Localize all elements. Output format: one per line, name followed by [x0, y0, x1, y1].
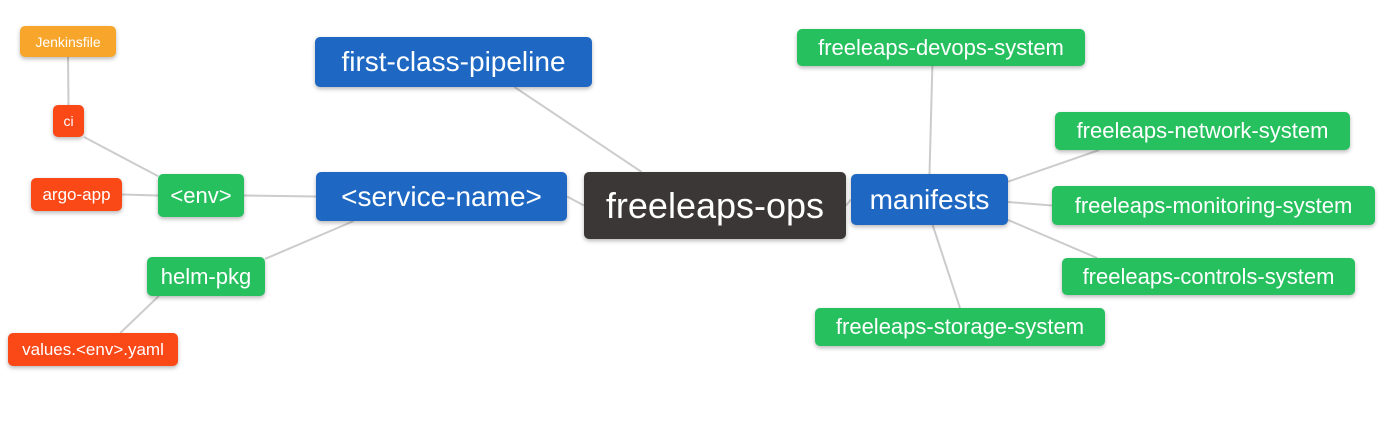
- node-jenkinsfile[interactable]: Jenkinsfile: [20, 26, 116, 57]
- node-env[interactable]: <env>: [158, 174, 244, 217]
- node-service-name[interactable]: <service-name>: [316, 172, 567, 221]
- node-freeleaps-network-system[interactable]: freeleaps-network-system: [1055, 112, 1350, 150]
- edge-manifests-freeleaps-devops-system: [928, 65, 934, 175]
- edge-helm-pkg-service-name: [264, 220, 355, 260]
- node-freeleaps-storage-system[interactable]: freeleaps-storage-system: [815, 308, 1105, 346]
- node-helm-pkg[interactable]: helm-pkg: [147, 257, 265, 296]
- node-freeleaps-controls-system[interactable]: freeleaps-controls-system: [1062, 258, 1355, 295]
- edge-manifests-freeleaps-storage-system: [931, 224, 961, 309]
- edge-service-name-freeleaps-ops: [566, 195, 585, 207]
- edge-freeleaps-ops-manifests: [845, 198, 852, 207]
- edge-manifests-freeleaps-network-system: [1007, 149, 1100, 183]
- edge-argo-app-env: [121, 193, 159, 197]
- edge-manifests-freeleaps-controls-system: [1007, 218, 1098, 259]
- node-ci[interactable]: ci: [53, 105, 84, 137]
- edge-ci-env: [83, 136, 159, 178]
- node-freeleaps-devops-system[interactable]: freeleaps-devops-system: [797, 29, 1085, 66]
- node-values-env-yaml[interactable]: values.<env>.yaml: [8, 333, 178, 366]
- edge-env-service-name: [243, 194, 317, 198]
- edge-manifests-freeleaps-monitoring-system: [1007, 201, 1053, 207]
- node-argo-app[interactable]: argo-app: [31, 178, 122, 211]
- edge-first-class-pipeline-freeleaps-ops: [513, 86, 643, 173]
- node-freeleaps-ops[interactable]: freeleaps-ops: [584, 172, 846, 239]
- edge-jenkinsfile-ci: [67, 56, 70, 106]
- node-first-class-pipeline[interactable]: first-class-pipeline: [315, 37, 592, 87]
- node-freeleaps-monitoring-system[interactable]: freeleaps-monitoring-system: [1052, 186, 1375, 225]
- edge-values-env-yaml-helm-pkg: [119, 295, 160, 334]
- node-manifests[interactable]: manifests: [851, 174, 1008, 225]
